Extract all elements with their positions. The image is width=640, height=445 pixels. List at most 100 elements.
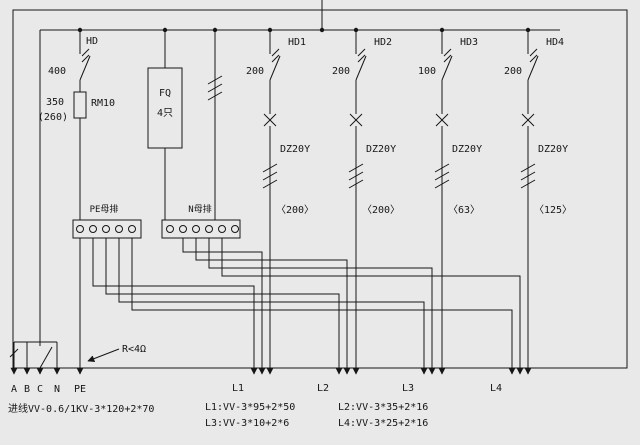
switch-tick	[271, 54, 280, 63]
main-switch-hd: HD 400 350 (260) RM10	[38, 30, 115, 220]
arrester-quantity: 4只	[157, 108, 173, 119]
breaker-rating-label: 〈200〉	[276, 204, 314, 216]
cable-mark	[262, 179, 278, 189]
breaker-model-label: DZ20Y	[538, 144, 568, 155]
terminal	[115, 225, 123, 233]
fuse-rating-alt: (260)	[38, 112, 68, 123]
cable-mark	[520, 171, 536, 181]
branch-switch-rating: 100	[418, 66, 436, 77]
incoming-section: A B C N PE R<4Ω	[9, 30, 146, 395]
cable-spec-l2: L2:VV-3*35+2*16	[338, 402, 428, 413]
terminal	[192, 225, 200, 233]
switch-blade	[79, 55, 91, 81]
breaker-rating-label: 〈200〉	[362, 204, 400, 216]
feeder-label-l4: L4	[490, 383, 502, 394]
switch-blade	[269, 55, 281, 81]
switch-tick	[529, 54, 538, 63]
breaker-rating-label: 〈125〉	[534, 204, 572, 216]
n-busbar: N母排	[161, 203, 241, 239]
cable-mark	[434, 179, 450, 189]
cable-mark	[520, 179, 536, 189]
terminal	[166, 225, 174, 233]
cable-mark	[207, 91, 223, 101]
branch-switch-label: HD4	[546, 37, 564, 48]
cable-mark	[9, 348, 19, 358]
branch-switch-label: HD1	[288, 37, 306, 48]
branch-switch-label: HD2	[374, 37, 392, 48]
branch-hd1: HD1 200 DZ20Y 〈200〉	[246, 30, 314, 375]
terminal	[205, 225, 213, 233]
switch-tick	[81, 54, 90, 63]
cable-mark	[262, 163, 278, 173]
arrester-label: FQ	[159, 88, 171, 99]
main-switch-rating: 400	[48, 66, 66, 77]
branch-hd2: HD2 200 DZ20Y 〈200〉	[332, 30, 400, 375]
main-switch-label: HD	[86, 36, 98, 47]
feeder-label-l3: L3	[402, 383, 414, 394]
switch-blade	[355, 55, 367, 81]
cable-specifications: 进线VV-0.6/1KV-3*120+2*70 L1:VV-3*95+2*50 …	[8, 402, 428, 429]
feeder-label-l1: L1	[232, 383, 244, 394]
cable-mark	[348, 163, 364, 173]
terminal	[218, 225, 226, 233]
fuse-rating: 350	[46, 97, 64, 108]
diagram-frame	[12, 0, 628, 369]
branch-switch-rating: 200	[504, 66, 522, 77]
terminal	[231, 225, 239, 233]
terminal	[76, 225, 84, 233]
breaker-contact	[435, 113, 449, 127]
incoming-switch-blade	[39, 346, 53, 369]
bus-junction-dot	[319, 27, 325, 33]
switch-blade	[441, 55, 453, 81]
arrester-fq: FQ 4只	[147, 30, 183, 220]
neutral-riser	[207, 30, 223, 220]
pe-busbar-label: PE母排	[90, 203, 119, 215]
switch-tick	[271, 48, 280, 57]
cable-mark	[207, 75, 223, 85]
cable-spec-l3: L3:VV-3*10+2*6	[205, 418, 289, 429]
ground-resistance-label: R<4Ω	[122, 344, 146, 355]
pe-distribution-wires	[92, 238, 516, 375]
feeder-label-l2: L2	[317, 383, 329, 394]
cable-mark	[348, 179, 364, 189]
branch-switch-rating: 200	[246, 66, 264, 77]
cable-mark	[434, 171, 450, 181]
cable-spec-l1: L1:VV-3*95+2*50	[205, 402, 295, 413]
n-busbar-label: N母排	[188, 203, 211, 215]
cable-mark	[262, 171, 278, 181]
neutral-distribution-wires	[182, 238, 524, 375]
breaker-contact	[349, 113, 363, 127]
terminal	[128, 225, 136, 233]
phase-label-pe: PE	[74, 384, 86, 395]
cable-mark	[207, 83, 223, 93]
cable-spec-l4: L4:VV-3*25+2*16	[338, 418, 428, 429]
phase-label-c: C	[37, 384, 43, 395]
breaker-model-label: DZ20Y	[366, 144, 396, 155]
breaker-model-label: DZ20Y	[280, 144, 310, 155]
branch-hd4: HD4 200 DZ20Y 〈125〉	[504, 30, 572, 375]
breaker-rating-label: 〈63〉	[448, 204, 480, 216]
terminal	[89, 225, 97, 233]
feeder-labels: L1 L2 L3 L4	[232, 383, 502, 394]
switch-tick	[443, 54, 452, 63]
branch-switch-rating: 200	[332, 66, 350, 77]
breaker-contact	[263, 113, 277, 127]
cable-mark	[520, 163, 536, 173]
switch-tick	[529, 48, 538, 57]
breaker-model-label: DZ20Y	[452, 144, 482, 155]
ground-leader-line	[87, 348, 120, 362]
phase-label-b: B	[24, 384, 30, 395]
switch-tick	[357, 48, 366, 57]
breaker-contact	[521, 113, 535, 127]
branch-hd3: HD3 100 DZ20Y 〈63〉	[418, 30, 482, 375]
incoming-cable-spec: 进线VV-0.6/1KV-3*120+2*70	[8, 402, 154, 415]
phase-label-a: A	[11, 384, 17, 395]
cable-mark	[434, 163, 450, 173]
switch-tick	[81, 48, 90, 57]
fuse-symbol	[73, 91, 87, 119]
terminal	[179, 225, 187, 233]
switch-blade	[527, 55, 539, 81]
pe-busbar: PE母排	[72, 203, 142, 239]
main-bus	[40, 27, 560, 33]
